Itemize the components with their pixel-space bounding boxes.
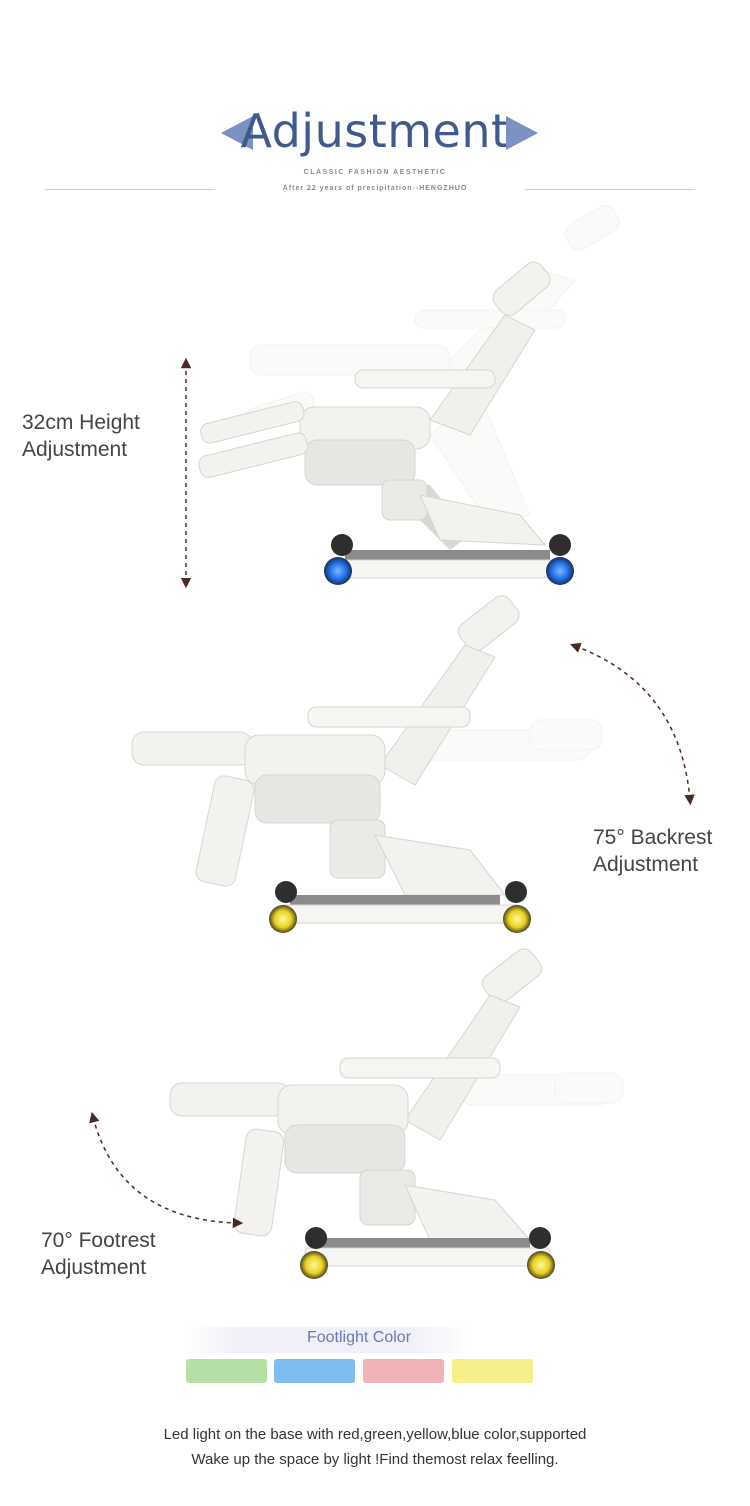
footrest-adjustment-label: 70° Footrest Adjustment bbox=[41, 1227, 156, 1281]
footlight-title-bar bbox=[185, 1327, 468, 1353]
title-row: Adjustment bbox=[0, 100, 750, 160]
divider-left bbox=[45, 189, 215, 190]
page-title: Adjustment bbox=[240, 104, 510, 158]
subtitle: After 22 years of precipitation--HENGZHU… bbox=[282, 185, 468, 192]
footer-line-1: Led light on the base with red,green,yel… bbox=[163, 1426, 587, 1443]
left-triangle-icon bbox=[221, 116, 253, 150]
height-adjustment-label: 32cm Height Adjustment bbox=[22, 409, 140, 463]
swatch-green bbox=[186, 1359, 267, 1383]
right-triangle-icon bbox=[506, 116, 538, 150]
label-line: Adjustment bbox=[41, 1256, 147, 1279]
label-line: 75° Backrest bbox=[593, 826, 713, 849]
footlight-title: Footlight Color bbox=[306, 1329, 412, 1346]
label-line: Adjustment bbox=[22, 438, 128, 461]
swatch-blue bbox=[274, 1359, 355, 1383]
tagline: CLASSIC FASHION AESTHETIC bbox=[303, 169, 447, 176]
chair-illustrations bbox=[89, 205, 695, 1279]
footer-line-2: Wake up the space by light !Find themost… bbox=[191, 1451, 559, 1468]
label-line: 32cm Height bbox=[22, 411, 140, 434]
backrest-adjustment-label: 75° Backrest Adjustment bbox=[593, 824, 712, 878]
chair-backrest bbox=[131, 595, 695, 933]
divider-right bbox=[525, 189, 695, 190]
label-line: Adjustment bbox=[593, 853, 699, 876]
chair-height bbox=[180, 205, 620, 589]
swatch-yellow bbox=[452, 1359, 533, 1383]
label-line: 70° Footrest bbox=[41, 1229, 156, 1252]
chair-footrest bbox=[89, 948, 624, 1279]
swatch-red bbox=[363, 1359, 444, 1383]
